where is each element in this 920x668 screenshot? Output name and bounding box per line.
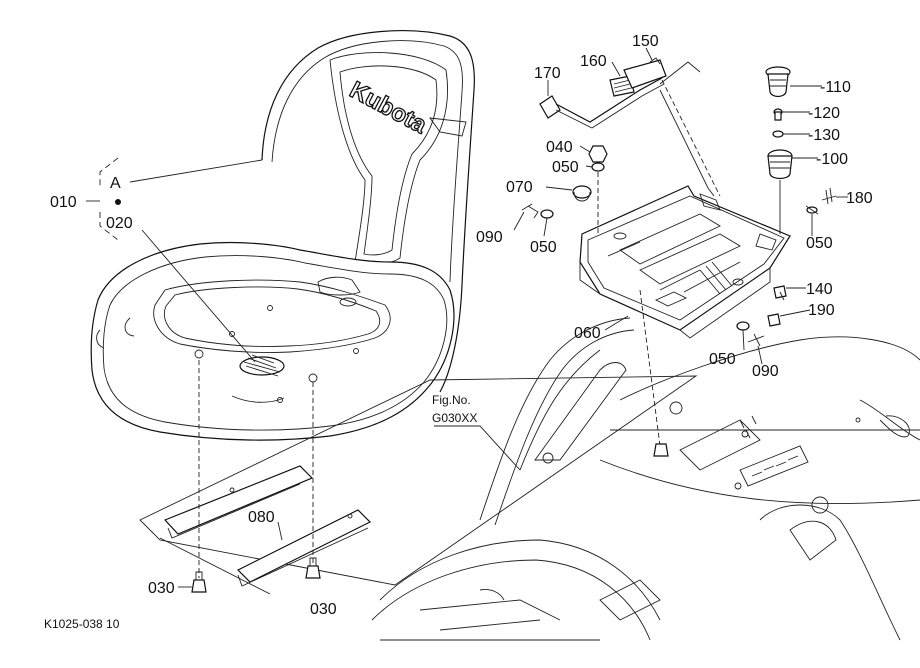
label-060: 060 — [574, 325, 601, 342]
damper-stack — [765, 66, 793, 234]
bolt-right — [305, 382, 321, 579]
label-090-right: 090 — [752, 363, 779, 380]
label-150: 150 — [632, 33, 659, 50]
label-050-bottom: 050 — [709, 351, 736, 368]
label-050-right: 050 — [806, 235, 833, 252]
label-100: -100 — [816, 151, 848, 168]
label-130: -130 — [808, 127, 840, 144]
label-090-left: 090 — [476, 229, 503, 246]
label-110: -110 — [820, 79, 851, 96]
bolt-left — [191, 360, 207, 593]
label-030-right: 030 — [310, 601, 337, 618]
label-050-top: 050 — [552, 159, 579, 176]
label-050-left: 050 — [530, 239, 557, 256]
label-020: 020 — [106, 215, 133, 232]
label-070: 070 — [506, 179, 533, 196]
label-120: -120 — [808, 105, 840, 122]
seat-mount-plate — [139, 349, 698, 595]
label-040: 040 — [546, 139, 573, 156]
label-080: 080 — [248, 509, 275, 526]
label-160: 160 — [580, 53, 607, 70]
figure-ref-line2: G030XX — [432, 411, 477, 425]
lever-assembly — [539, 57, 721, 197]
label-010: 010 — [50, 194, 77, 211]
footer-code: K1025-038 10 — [44, 617, 120, 631]
figure-ref-line1: Fig.No. — [432, 393, 471, 407]
fasteners-right — [736, 187, 837, 347]
seat-bracket — [579, 185, 791, 339]
seat-assembly: Kubota — [90, 30, 475, 441]
label-170: 170 — [534, 65, 561, 82]
label-180: 180 — [846, 190, 873, 207]
fasteners-center — [521, 145, 669, 457]
callout-labels: 010 A 020 030 030 040 050 050 050 050 06… — [44, 33, 873, 631]
fender-chassis — [371, 317, 920, 641]
label-030-left: 030 — [148, 580, 175, 597]
leader-lines — [86, 47, 848, 588]
label-190: 190 — [808, 302, 835, 319]
adjuster-knob — [239, 354, 285, 377]
view-mark-a: A — [110, 175, 121, 192]
label-140: 140 — [806, 281, 833, 298]
